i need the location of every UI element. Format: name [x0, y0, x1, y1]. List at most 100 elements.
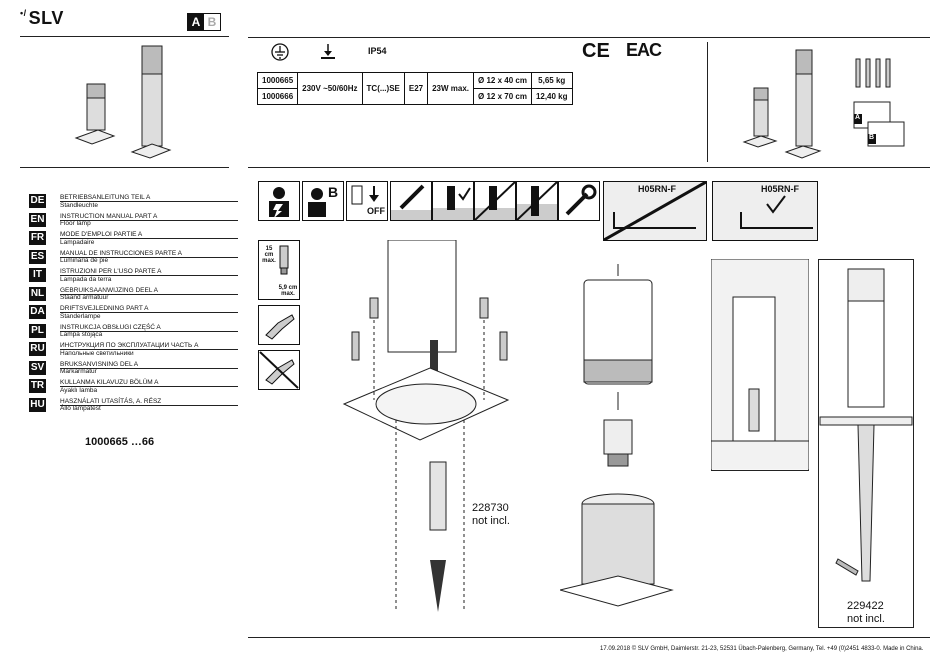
- language-divider: [60, 312, 238, 313]
- cable-ok-icon: [740, 195, 813, 229]
- language-divider: [60, 293, 238, 295]
- language-subtitle: Standerlampe: [60, 312, 101, 320]
- language-subtitle: Standleuchte: [60, 201, 98, 209]
- electrician-icon: [269, 187, 289, 218]
- ground-wrong-icon-box: [474, 181, 516, 221]
- language-divider: [60, 367, 238, 369]
- language-code: SV: [29, 360, 46, 375]
- language-title-text: GEBRUIKSAANWIJZING DEEL A: [60, 286, 159, 294]
- power-off-icon: [351, 185, 379, 205]
- language-subtitle: Luminaria de pie: [60, 257, 109, 264]
- article-range: 1000665 …66: [85, 436, 155, 448]
- part-b-letter: B: [328, 184, 339, 200]
- accessory-number: 229422: [847, 600, 884, 612]
- part-b-icon-box: B: [302, 181, 344, 221]
- part-indicator: A B: [187, 13, 221, 31]
- divider: [20, 36, 229, 37]
- language-divider: [60, 349, 238, 350]
- language-code: EN: [29, 212, 46, 227]
- language-code: RU: [29, 342, 46, 356]
- ground-ok-icon-box: [432, 181, 474, 221]
- language-code: DA: [29, 305, 46, 319]
- language-subtitle: Lampa stojąca: [60, 331, 103, 338]
- accessory-not-included: not incl.: [847, 613, 885, 625]
- lamp-width-label: 5,9 cm max.: [278, 285, 298, 297]
- earth-ground-icon: [271, 43, 289, 61]
- language-code: ES: [29, 249, 46, 264]
- lamp-height-label: 15 cm max.: [262, 246, 276, 264]
- ground-level-wrong-icon: [474, 181, 516, 221]
- screw-set-icon: [855, 58, 891, 88]
- accessory-note: 229422 not incl.: [847, 600, 885, 626]
- handling-wrong-icon: [258, 350, 300, 390]
- language-title-text: MODE D'EMPLOI PARTIE A: [60, 231, 143, 238]
- cable-wrong-icon: [603, 180, 707, 242]
- language-title-text: BRUKSANVISNING DEL A: [60, 360, 139, 368]
- footer-text: 17.09.2018 © SLV GmbH, Daimlerstr. 21-23…: [600, 646, 924, 652]
- part-b-label: B: [207, 15, 217, 29]
- dimensions: Ø 12 x 70 cm: [473, 88, 532, 105]
- language-subtitle: Álló lámpatest: [60, 405, 101, 412]
- ground-level-wrong-icon: [516, 181, 558, 221]
- wattage: 23W max.: [427, 72, 475, 105]
- dimensions: Ø 12 x 40 cm: [473, 72, 532, 89]
- language-code: PL: [29, 323, 46, 338]
- article-number: 1000666: [256, 88, 299, 105]
- divider: [248, 637, 930, 638]
- language-divider: [60, 238, 238, 239]
- manual-part-a: A: [855, 114, 861, 121]
- weight: 5,65 kg: [530, 72, 573, 89]
- wrench-icon-box: [558, 181, 600, 221]
- handling-icon: [258, 305, 300, 345]
- divider: [248, 37, 930, 38]
- divider: [20, 167, 229, 168]
- manual-part-b: B: [869, 134, 875, 141]
- wrench-icon: [565, 184, 597, 216]
- language-title-text: BETRIEBSANLEITUNG TEIL A: [60, 194, 151, 201]
- divider: [248, 167, 930, 168]
- ground-installation-diagram: [711, 259, 809, 471]
- ground-wrong-icon-box-2: [516, 181, 558, 221]
- language-divider: [60, 256, 238, 258]
- language-title-text: INSTRUCTION MANUAL PART A: [60, 212, 158, 220]
- language-subtitle: Lampada da terra: [60, 275, 112, 283]
- product-illustration: [74, 45, 172, 159]
- product-illustration-small: [742, 49, 822, 159]
- language-title-text: HASZNÁLATI UTASÍTÁS, A. RÉSZ: [60, 397, 162, 405]
- language-subtitle: Напольные светильники: [60, 349, 134, 357]
- language-code: HU: [29, 397, 46, 412]
- reader-icon: [308, 188, 326, 217]
- cable-wrong-box: H05RN-F: [603, 180, 707, 242]
- language-title-text: INSTRUKCJA OBSŁUGI CZĘŚĆ A: [60, 323, 161, 331]
- lamp-dimension-icon: [258, 240, 300, 300]
- slv-logo: •/SLV: [20, 8, 64, 28]
- drill-icon-box: [390, 181, 432, 221]
- language-title-text: KULLANMA KILAVUZU BÖLÜM A: [60, 379, 159, 386]
- language-divider: [60, 275, 238, 276]
- language-code: IT: [29, 268, 46, 282]
- lamp-type: TC(...)SE: [361, 72, 405, 105]
- off-label: OFF: [367, 206, 385, 216]
- language-divider: [60, 386, 238, 387]
- language-title-text: ISTRUZIONI PER L'USO PARTE A: [60, 268, 162, 275]
- mounting-plate-diagram: [342, 240, 510, 612]
- power-off-icon-box: OFF: [346, 181, 388, 221]
- socket: E27: [403, 72, 429, 105]
- language-subtitle: Ayaklı lamba: [60, 386, 98, 394]
- language-divider: [60, 201, 238, 202]
- language-divider: [60, 404, 238, 406]
- divider: [707, 42, 708, 162]
- ground-spike-diagram: [818, 259, 914, 628]
- accessory-not-included: not incl.: [472, 515, 510, 527]
- cable-type-label: H05RN-F: [638, 184, 677, 194]
- electrician-icon-box: [258, 181, 300, 221]
- accessory-note: 228730 not incl.: [472, 502, 510, 528]
- spec-table: 1000665 230V ~50/60Hz TC(...)SE E27 23W …: [256, 72, 573, 105]
